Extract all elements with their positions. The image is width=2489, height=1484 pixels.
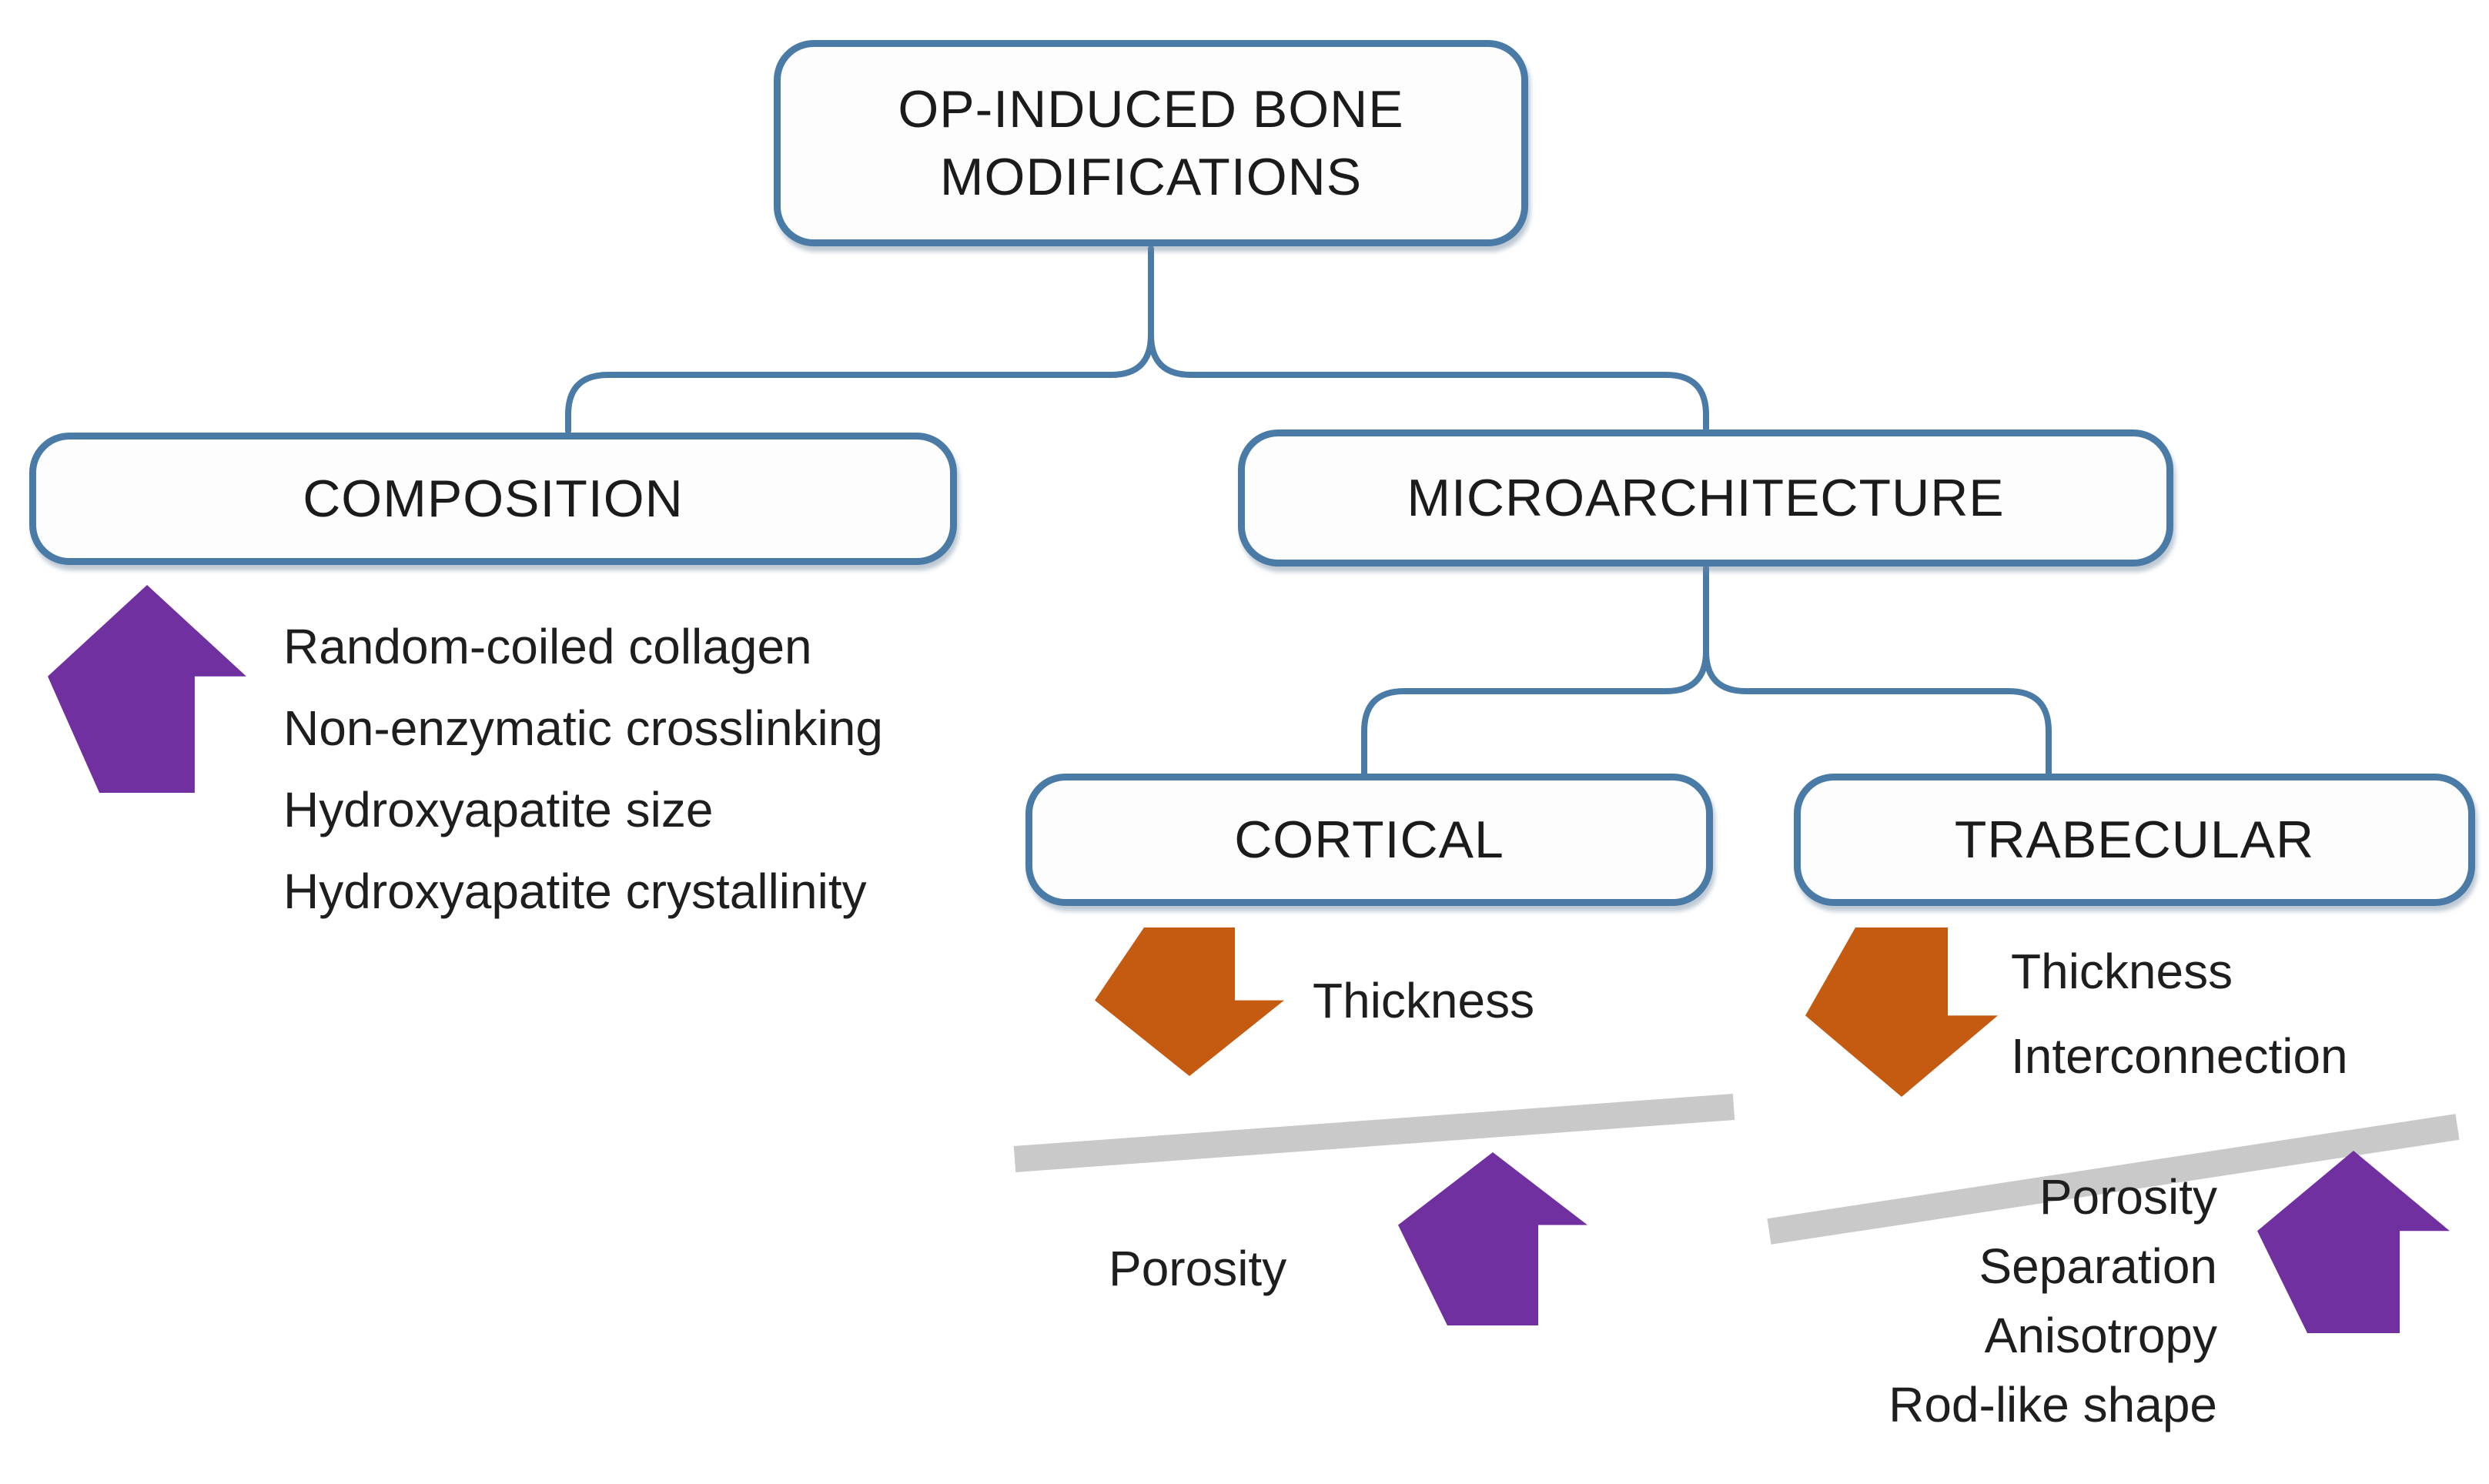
node-composition: COMPOSITION — [29, 433, 957, 565]
connector-micro-split — [1361, 565, 2052, 777]
cortical-increased-list: Porosity — [1109, 1236, 1286, 1301]
cortical-decreased-list: Thickness — [1313, 968, 1534, 1033]
connector-root-split — [565, 246, 1709, 434]
node-root: OP-INDUCED BONE MODIFICATIONS — [774, 40, 1528, 246]
node-trabecular-label: TRABECULAR — [1954, 810, 2315, 869]
trabecular-increased-list: Porosity Separation Anisotropy Rod-like … — [1888, 1162, 2217, 1439]
list-item: Hydroxyapatite crystallinity — [283, 864, 867, 919]
composition-increased-list: Random-coiled collagen Non-enzymatic cro… — [283, 606, 883, 932]
list-item: Separation — [1979, 1238, 2217, 1294]
node-microarchitecture: MICROARCHITECTURE — [1238, 429, 2173, 567]
node-microarchitecture-label: MICROARCHITECTURE — [1407, 468, 2005, 527]
node-cortical-label: CORTICAL — [1234, 810, 1504, 869]
list-item: Thickness — [1313, 973, 1535, 1028]
list-item: Random-coiled collagen — [283, 619, 812, 674]
list-item: Anisotropy — [1984, 1308, 2217, 1363]
node-trabecular: TRABECULAR — [1794, 774, 2475, 906]
seesaw-bar-cortical — [1013, 1094, 1735, 1172]
list-item: Hydroxyapatite size — [283, 782, 714, 837]
node-cortical: CORTICAL — [1025, 774, 1713, 906]
list-item: Rod-like shape — [1888, 1377, 2217, 1432]
node-composition-label: COMPOSITION — [303, 469, 684, 528]
node-root-label: OP-INDUCED BONE MODIFICATIONS — [898, 79, 1404, 206]
list-item: Interconnection — [2011, 1028, 2348, 1084]
list-item: Non-enzymatic crosslinking — [283, 700, 883, 756]
list-item: Porosity — [1109, 1241, 1287, 1296]
trabecular-decreased-list: Thickness Interconnection — [2011, 929, 2348, 1098]
list-item: Porosity — [2039, 1169, 2217, 1225]
seesaw-bar-trabecular — [1767, 1114, 2460, 1245]
list-item: Thickness — [2011, 944, 2233, 999]
